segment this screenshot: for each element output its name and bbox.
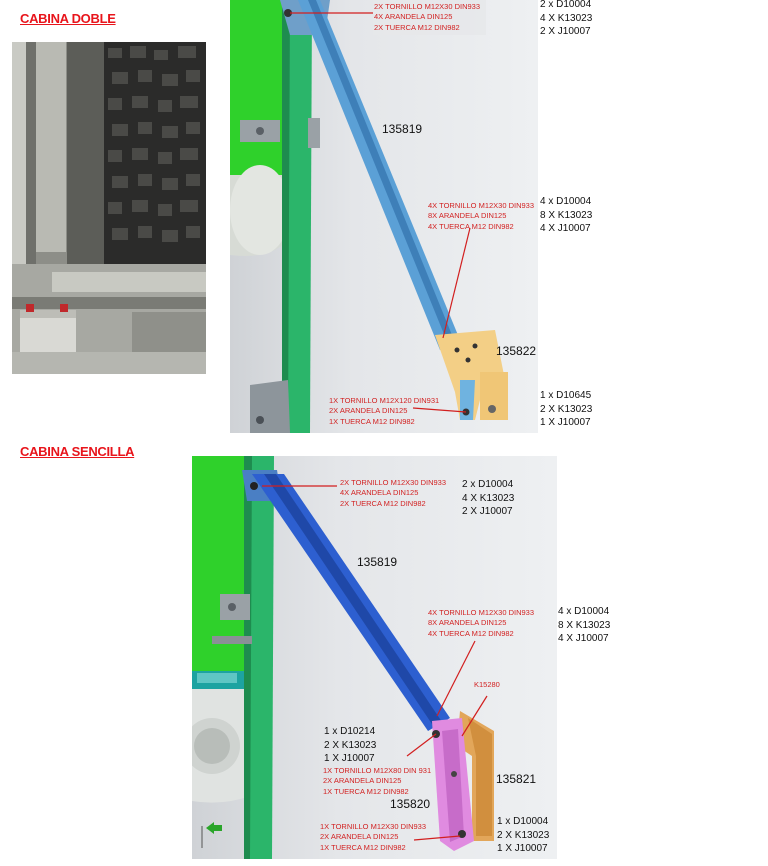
note-line: 4X TUERCA M12 DIN982 bbox=[428, 628, 514, 638]
note-line: 8X ARANDELA DIN125 bbox=[428, 618, 507, 628]
part-label-doble-strut: 135819 bbox=[382, 122, 423, 136]
part-label-sencilla-k: K15280 bbox=[474, 680, 500, 689]
note-line: 2X TORNILLO M12X30 DIN933 bbox=[374, 2, 481, 11]
note-line: 2X ARANDELA DIN125 bbox=[320, 832, 399, 842]
code-line: 4 X J10007 bbox=[540, 223, 591, 234]
codes-doble-bottom: 1 x D10645 2 X K13023 1 X J10007 bbox=[540, 389, 592, 430]
code-line: 1 X J10007 bbox=[324, 753, 375, 764]
note-line: 2X TUERCA M12 DIN982 bbox=[374, 22, 460, 32]
code-line: 4 X J10007 bbox=[558, 633, 609, 644]
note-line: 1X TORNILLO M12X80 DIN 931 bbox=[323, 766, 432, 775]
reference-photo-spare-tire bbox=[12, 42, 206, 374]
codes-doble-mid: 4 x D10004 8 X K13023 4 X J10007 bbox=[540, 195, 592, 236]
code-line: 1 X J10007 bbox=[540, 417, 591, 428]
code-line: 1 x D10004 bbox=[497, 816, 549, 827]
note-line: 4X TORNILLO M12X30 DIN933 bbox=[428, 608, 535, 617]
code-line: 2 X K13023 bbox=[324, 739, 377, 751]
codes-sencilla-bottom: 1 x D10004 2 X K13023 1 X J10007 bbox=[497, 815, 549, 856]
note-line: 4X TUERCA M12 DIN982 bbox=[428, 221, 514, 231]
codes-sencilla-left: 1 x D10214 2 X K13023 1 X J10007 bbox=[324, 725, 376, 766]
note-line: 1X TUERCA M12 DIN982 bbox=[320, 842, 406, 852]
code-line: 4 x D10004 bbox=[558, 606, 610, 617]
code-line: 4 x D10004 bbox=[540, 196, 592, 207]
codes-sencilla-top: 2 x D10004 4 X K13023 2 X J10007 bbox=[462, 478, 514, 519]
codes-doble-top: 2 x D10004 4 X K13023 2 X J10007 bbox=[540, 0, 592, 39]
note-sencilla-mid: 4X TORNILLO M12X30 DIN933 8X ARANDELA DI… bbox=[428, 608, 534, 639]
code-line: 1 x D10214 bbox=[324, 726, 376, 737]
drawing-panel-cabina-sencilla bbox=[192, 456, 557, 859]
section-title-cabina-sencilla: CABINA SENCILLA bbox=[20, 444, 135, 459]
note-line: 2X TORNILLO M12X30 DIN933 bbox=[340, 478, 447, 487]
code-line: 2 X K13023 bbox=[497, 829, 550, 841]
code-line: 1 X J10007 bbox=[497, 843, 548, 854]
assembly-drawing-sencilla bbox=[192, 456, 494, 859]
code-line: 4 X K13023 bbox=[540, 12, 593, 24]
note-sencilla-left: 1X TORNILLO M12X80 DIN 931 2X ARANDELA D… bbox=[323, 766, 431, 797]
note-doble-mid: 4X TORNILLO M12X30 DIN933 8X ARANDELA DI… bbox=[428, 201, 534, 232]
section-title-cabina-doble: CABINA DOBLE bbox=[20, 11, 116, 26]
photo-illustration bbox=[12, 42, 206, 374]
note-sencilla-bottom: 1X TORNILLO M12X30 DIN933 2X ARANDELA DI… bbox=[320, 822, 426, 853]
note-line: 1X TORNILLO M12X120 DIN931 bbox=[329, 396, 440, 405]
assembly-drawing-doble bbox=[230, 0, 508, 433]
note-doble-top: 2X TORNILLO M12X30 DIN933 4X ARANDELA DI… bbox=[374, 2, 480, 33]
code-line: 2 X J10007 bbox=[540, 26, 591, 37]
code-line: 4 X K13023 bbox=[462, 492, 515, 504]
code-line: 1 x D10645 bbox=[540, 390, 592, 401]
note-line: 4X ARANDELA DIN125 bbox=[374, 12, 453, 22]
part-label-sencilla-bracket-a: 135821 bbox=[496, 772, 537, 786]
code-line: 2 X J10007 bbox=[462, 506, 513, 517]
note-line: 2X ARANDELA DIN125 bbox=[329, 406, 408, 416]
drawing-panel-cabina-doble bbox=[230, 0, 538, 433]
note-sencilla-top: 2X TORNILLO M12X30 DIN933 4X ARANDELA DI… bbox=[340, 478, 446, 509]
code-line: 8 X K13023 bbox=[558, 619, 611, 631]
code-line: 2 x D10004 bbox=[540, 0, 592, 10]
note-line: 8X ARANDELA DIN125 bbox=[428, 211, 507, 221]
note-line: 1X TUERCA M12 DIN982 bbox=[329, 416, 415, 426]
note-line: 2X ARANDELA DIN125 bbox=[323, 776, 402, 786]
note-line: 1X TUERCA M12 DIN982 bbox=[323, 786, 409, 796]
code-line: 2 x D10004 bbox=[462, 479, 514, 490]
code-line: 8 X K13023 bbox=[540, 209, 593, 221]
note-line: 4X ARANDELA DIN125 bbox=[340, 488, 419, 498]
part-label-sencilla-strut: 135819 bbox=[357, 555, 398, 569]
codes-sencilla-mid: 4 x D10004 8 X K13023 4 X J10007 bbox=[558, 605, 610, 646]
part-label-doble-bracket: 135822 bbox=[496, 344, 537, 358]
note-doble-bottom: 1X TORNILLO M12X120 DIN931 2X ARANDELA D… bbox=[329, 396, 439, 427]
note-line: 1X TORNILLO M12X30 DIN933 bbox=[320, 822, 427, 831]
note-line: 2X TUERCA M12 DIN982 bbox=[340, 498, 426, 508]
code-line: 2 X K13023 bbox=[540, 403, 593, 415]
note-line: 4X TORNILLO M12X30 DIN933 bbox=[428, 201, 535, 210]
part-label-sencilla-bracket-b: 135820 bbox=[390, 797, 431, 811]
